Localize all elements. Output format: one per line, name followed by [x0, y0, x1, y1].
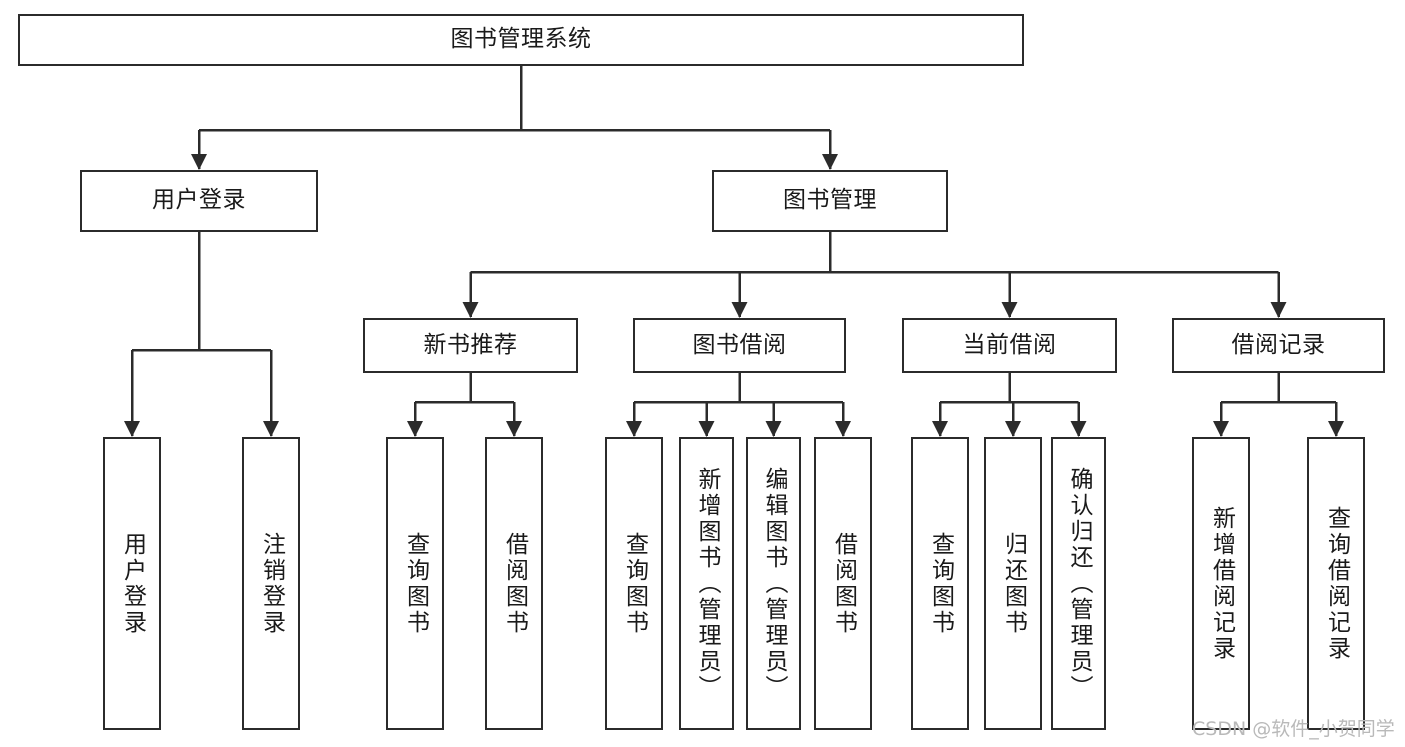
node-record[interactable]: 借阅记录 [1172, 318, 1385, 373]
node-label: 用户登录 [119, 531, 146, 636]
node-nb-borrow[interactable]: 借阅图书 [485, 437, 543, 730]
node-root[interactable]: 图书管理系统 [18, 14, 1024, 66]
node-login[interactable]: 用户登录 [80, 170, 318, 232]
node-rc-add[interactable]: 新增借阅记录 [1192, 437, 1250, 730]
node-label: 新书推荐 [423, 331, 518, 358]
node-cur-return[interactable]: 归还图书 [984, 437, 1042, 730]
node-cur-confirm[interactable]: 确认归还（管理员） [1051, 437, 1106, 730]
node-label: 当前借阅 [962, 331, 1057, 358]
node-bookmgmt[interactable]: 图书管理 [712, 170, 948, 232]
node-label: 查询借阅记录 [1323, 505, 1350, 662]
node-label: 注销登录 [258, 531, 285, 636]
node-label: 新增图书（管理员） [694, 466, 720, 701]
node-borrow[interactable]: 图书借阅 [633, 318, 846, 373]
node-cur-query[interactable]: 查询图书 [911, 437, 969, 730]
node-label: 借阅记录 [1231, 331, 1326, 358]
node-newbook[interactable]: 新书推荐 [363, 318, 578, 373]
node-bw-add[interactable]: 新增图书（管理员） [679, 437, 734, 730]
node-label: 图书借阅 [692, 331, 787, 358]
node-login-do[interactable]: 用户登录 [103, 437, 161, 730]
node-label: 借阅图书 [501, 531, 528, 636]
node-rc-query[interactable]: 查询借阅记录 [1307, 437, 1365, 730]
watermark: CSDN @软件_小贺同学 [1192, 718, 1395, 740]
node-label: 用户登录 [152, 187, 246, 214]
node-label: 确认归还（管理员） [1066, 466, 1092, 701]
node-nb-query[interactable]: 查询图书 [386, 437, 444, 730]
node-logout-do[interactable]: 注销登录 [242, 437, 300, 730]
node-label: 借阅图书 [830, 531, 857, 636]
node-label: 归还图书 [1000, 531, 1027, 636]
node-current[interactable]: 当前借阅 [902, 318, 1117, 373]
node-label: 编辑图书（管理员） [761, 466, 787, 701]
node-label: 图书管理 [783, 187, 877, 214]
node-label: 查询图书 [621, 531, 648, 636]
node-label: 查询图书 [927, 531, 954, 636]
node-bw-query[interactable]: 查询图书 [605, 437, 663, 730]
node-label: 查询图书 [402, 531, 429, 636]
node-label: 新增借阅记录 [1208, 505, 1235, 662]
node-label: 图书管理系统 [450, 26, 592, 53]
node-bw-borrow[interactable]: 借阅图书 [814, 437, 872, 730]
node-bw-edit[interactable]: 编辑图书（管理员） [746, 437, 801, 730]
